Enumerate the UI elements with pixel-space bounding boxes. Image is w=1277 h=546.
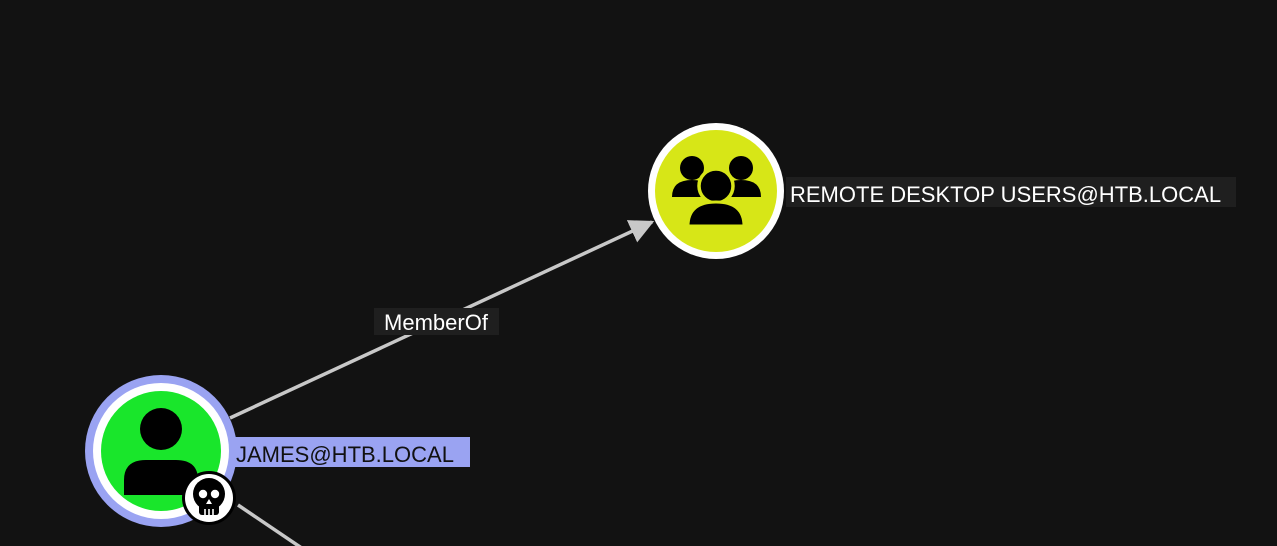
skull-badge	[182, 471, 236, 525]
edge-memberof[interactable]: MemberOf	[229, 220, 655, 420]
edge-memberof-label-bg	[374, 308, 499, 335]
users-group-icon	[672, 156, 761, 228]
node-group-label[interactable]: REMOTE DESKTOP USERS@HTB.LOCAL	[790, 182, 1221, 207]
edge-memberof-label[interactable]: MemberOf	[384, 310, 489, 335]
node-group-label-bg	[786, 177, 1236, 207]
user-icon	[124, 408, 198, 495]
node-user-label[interactable]: JAMES@HTB.LOCAL	[236, 442, 454, 467]
skull-icon	[193, 478, 225, 515]
node-group-remote-desktop-users[interactable]: REMOTE DESKTOP USERS@HTB.LOCAL	[648, 123, 1236, 259]
edge-offscreen[interactable]	[237, 503, 312, 546]
node-user-james[interactable]: JAMES@HTB.LOCAL	[85, 375, 470, 527]
node-user-label-bg	[232, 437, 470, 467]
